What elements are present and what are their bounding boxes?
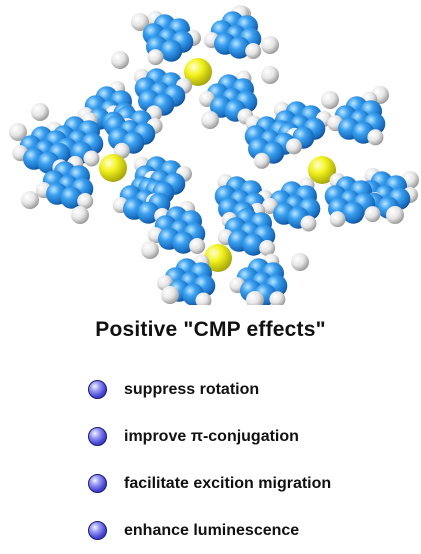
hydrogen-atom xyxy=(269,291,286,305)
sphere-bullet-icon xyxy=(88,474,107,493)
sphere-bullet-icon xyxy=(88,427,107,446)
hydrogen-atom xyxy=(329,211,346,228)
list-item: enhance luminescence xyxy=(88,507,331,554)
hydrogen-atom xyxy=(291,253,309,271)
list-item: facilitate excition migration xyxy=(88,460,331,507)
cmp-molecule-model xyxy=(9,5,419,305)
carbon-atom xyxy=(242,233,265,256)
silicon-atom xyxy=(204,244,232,272)
effects-list: suppress rotation improve π-conjugation … xyxy=(88,366,331,554)
hydrogen-atom xyxy=(300,215,317,232)
hydrogen-atom xyxy=(83,150,100,167)
carbon-atom xyxy=(160,39,183,62)
silicon-atom xyxy=(308,156,336,184)
hydrogen-atom xyxy=(367,129,384,146)
hydrogen-atom xyxy=(261,36,279,54)
effect-suppress-rotation: suppress rotation xyxy=(124,380,260,398)
hydrogen-atom xyxy=(71,206,89,224)
hydrogen-atom xyxy=(147,49,164,66)
hydrogen-atom xyxy=(111,51,129,69)
carbon-atom xyxy=(342,201,365,224)
hydrogen-atom xyxy=(253,152,270,169)
hydrogen-atom xyxy=(141,241,159,259)
sphere-bullet-icon xyxy=(88,521,107,540)
silicon-atom xyxy=(99,154,127,182)
sphere-bullet-icon xyxy=(88,380,107,399)
silicon-atom xyxy=(184,58,212,86)
hydrogen-atom xyxy=(113,142,130,159)
hydrogen-atom xyxy=(131,13,149,31)
hydrogen-atom xyxy=(21,191,39,209)
list-item: improve π-conjugation xyxy=(88,413,331,460)
hydrogen-atom xyxy=(245,43,262,59)
hydrogen-atom xyxy=(286,138,302,155)
hydrogen-atom xyxy=(9,123,27,141)
carbon-atom xyxy=(137,201,160,224)
hydrogen-atom xyxy=(364,206,381,223)
hydrogen-atom xyxy=(195,292,212,305)
carbon-atom xyxy=(172,231,195,254)
effect-enhance-luminescence: enhance luminescence xyxy=(124,521,300,539)
hydrogen-atom xyxy=(246,291,264,305)
hydrogen-atom xyxy=(386,206,404,224)
hydrogen-atom xyxy=(261,66,279,84)
effect-improve-conjugation: improve π-conjugation xyxy=(124,427,299,445)
carbon-atom xyxy=(60,186,83,209)
hydrogen-atom xyxy=(201,111,219,129)
hydrogen-atom xyxy=(259,240,276,256)
hydrogen-atom xyxy=(321,91,339,109)
hydrogen-atom xyxy=(161,286,179,304)
effect-exciton-migration: facilitate excition migration xyxy=(124,474,332,492)
section-title: Positive "CMP effects" xyxy=(95,318,326,341)
hydrogen-atom xyxy=(31,103,49,121)
list-item: suppress rotation xyxy=(88,366,331,413)
hydrogen-atom xyxy=(189,238,206,254)
hydrogen-atom xyxy=(77,193,94,209)
carbon-atom xyxy=(228,36,251,59)
